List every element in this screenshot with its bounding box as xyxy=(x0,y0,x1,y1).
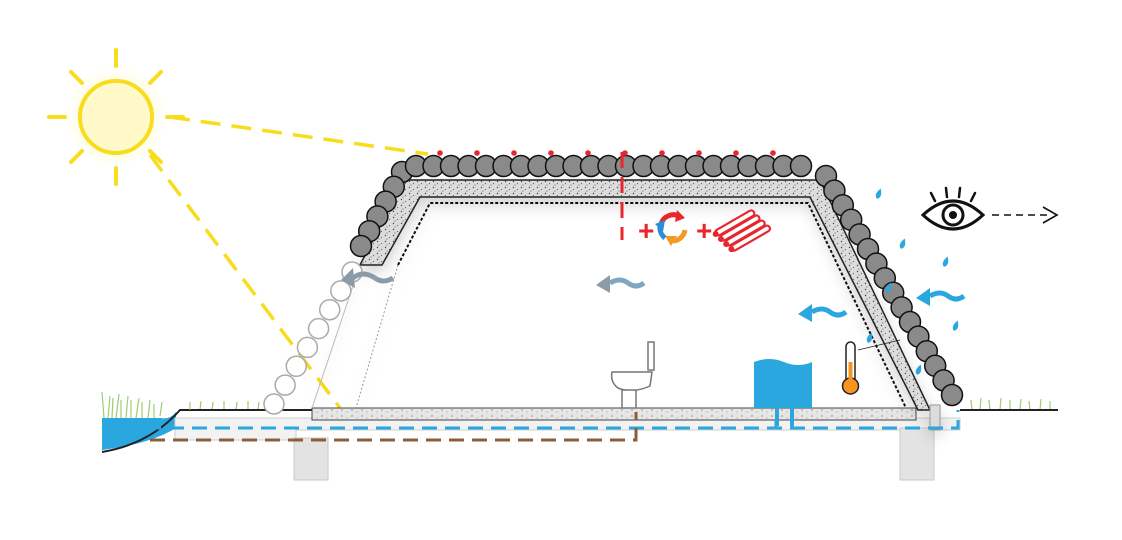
heat-dot xyxy=(437,150,443,156)
sun-icon xyxy=(47,48,185,186)
glass-side-tube xyxy=(274,374,296,396)
rain-drop xyxy=(942,256,949,267)
glass-side-tube xyxy=(318,298,341,321)
glass-side-tube xyxy=(296,336,319,359)
recycle-cycle-icon xyxy=(655,210,688,246)
sunlight-rays xyxy=(148,115,429,410)
toilet-icon xyxy=(610,341,655,409)
heat-dot xyxy=(511,150,517,156)
roof-tube xyxy=(349,234,373,258)
heat-dot xyxy=(770,150,776,156)
view-direction-arrow xyxy=(992,206,1059,224)
roof-tube xyxy=(789,154,813,178)
water-pipe xyxy=(146,410,960,430)
eye-icon xyxy=(920,186,986,231)
airflow-arrows xyxy=(341,268,966,322)
airflow-arrow-grey-left xyxy=(341,268,395,288)
underground-pipes xyxy=(146,410,960,442)
rain-drop xyxy=(875,188,882,199)
roof-tube-row xyxy=(349,154,964,407)
plus-sign-1: + xyxy=(638,215,654,246)
energy-equation: + + xyxy=(638,209,772,253)
thermometer-icon xyxy=(841,339,901,395)
heat-dot xyxy=(585,150,591,156)
airflow-arrow-grey-center xyxy=(596,275,646,293)
heat-dot xyxy=(696,150,702,156)
heat-dot xyxy=(474,150,480,156)
roof-tube xyxy=(940,383,964,407)
building-shell xyxy=(311,179,941,431)
rain-drop xyxy=(885,282,892,293)
rain-drop xyxy=(866,332,873,343)
pond xyxy=(102,412,176,450)
red-tubes-bundle-icon xyxy=(712,209,772,253)
heat-dot xyxy=(622,150,628,156)
grass xyxy=(101,391,1051,419)
rain-drop xyxy=(952,320,959,331)
wastewater-pipe xyxy=(150,412,638,442)
heat-dot xyxy=(733,150,739,156)
airflow-arrow-blue-outer xyxy=(916,288,966,306)
heat-dots xyxy=(437,150,776,156)
rain-drops xyxy=(866,188,959,375)
heat-dot xyxy=(659,150,665,156)
plus-sign-2: + xyxy=(696,215,712,246)
glass-side-tube xyxy=(307,317,330,340)
glass-side-tube xyxy=(285,355,308,378)
glass-side-tube xyxy=(263,393,285,415)
rain-drop xyxy=(899,238,906,249)
water-tank-icon xyxy=(754,359,812,426)
airflow-arrow-blue-inner xyxy=(798,304,848,322)
heat-dot xyxy=(548,150,554,156)
left-glass-tubes xyxy=(263,261,363,415)
ground-and-foundation xyxy=(101,391,1058,481)
glass-side-tube xyxy=(330,280,352,302)
rain-drop xyxy=(915,364,922,375)
